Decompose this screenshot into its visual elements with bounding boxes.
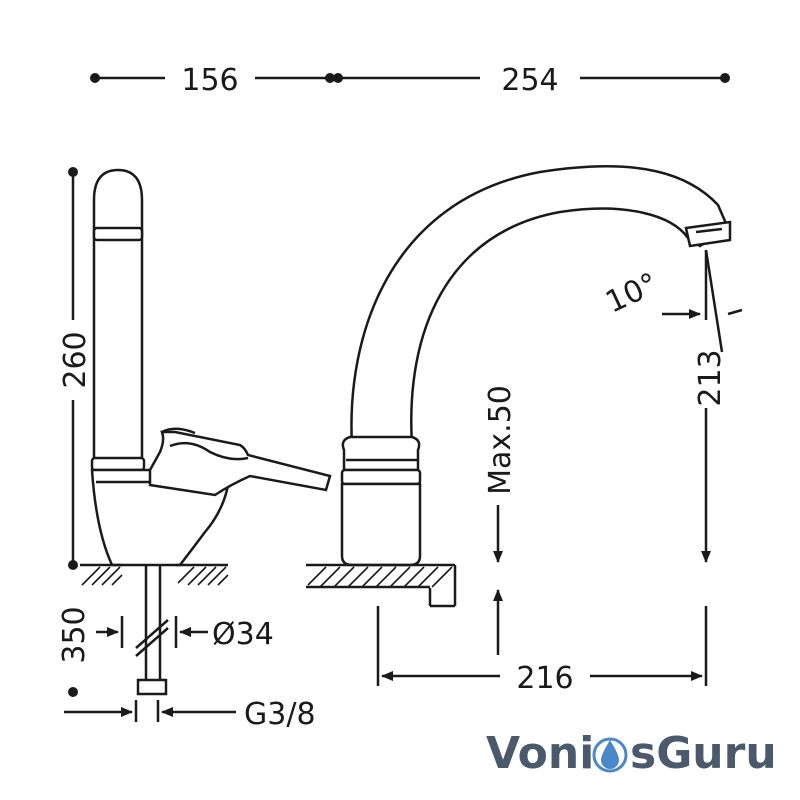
- mixer-side-view: [90, 168, 332, 567]
- logo-text-end: sGuru: [630, 728, 777, 779]
- max-deck-label: Max.50: [483, 385, 518, 495]
- max-deck-dimension: Max.50: [483, 385, 518, 655]
- shank-length-label: 350: [57, 606, 92, 663]
- hole-diameter-label: Ø34: [212, 617, 274, 652]
- height-label: 260: [58, 331, 93, 388]
- spout-height-label: 213: [693, 349, 728, 406]
- connection-label: G3/8: [244, 697, 316, 732]
- spout-reach-dimension: 216: [376, 606, 708, 696]
- water-drop-icon: [592, 737, 628, 773]
- countertop-left: [80, 563, 229, 586]
- width-dimension-right: 254: [333, 63, 730, 98]
- countertop-right: [306, 563, 457, 608]
- height-dimension: 260: [58, 167, 93, 570]
- spout-reach-label: 216: [516, 661, 573, 696]
- connection-dimension: G3/8: [64, 697, 316, 732]
- brand-logo: Voni sGuru: [486, 728, 777, 779]
- spout-height-dimension: 213 10°: [600, 249, 743, 563]
- width-right-label: 254: [501, 63, 558, 98]
- spout-front-view: [340, 165, 732, 567]
- shank-length-dimension: 350: [57, 606, 92, 697]
- spout-angle-label: 10°: [600, 266, 663, 320]
- shank-hose: [135, 565, 169, 696]
- hole-diameter-dimension: Ø34: [96, 616, 274, 652]
- logo-text-start: Voni: [486, 728, 594, 779]
- width-left-label: 156: [181, 63, 238, 98]
- width-dimension-left: 156: [90, 63, 335, 98]
